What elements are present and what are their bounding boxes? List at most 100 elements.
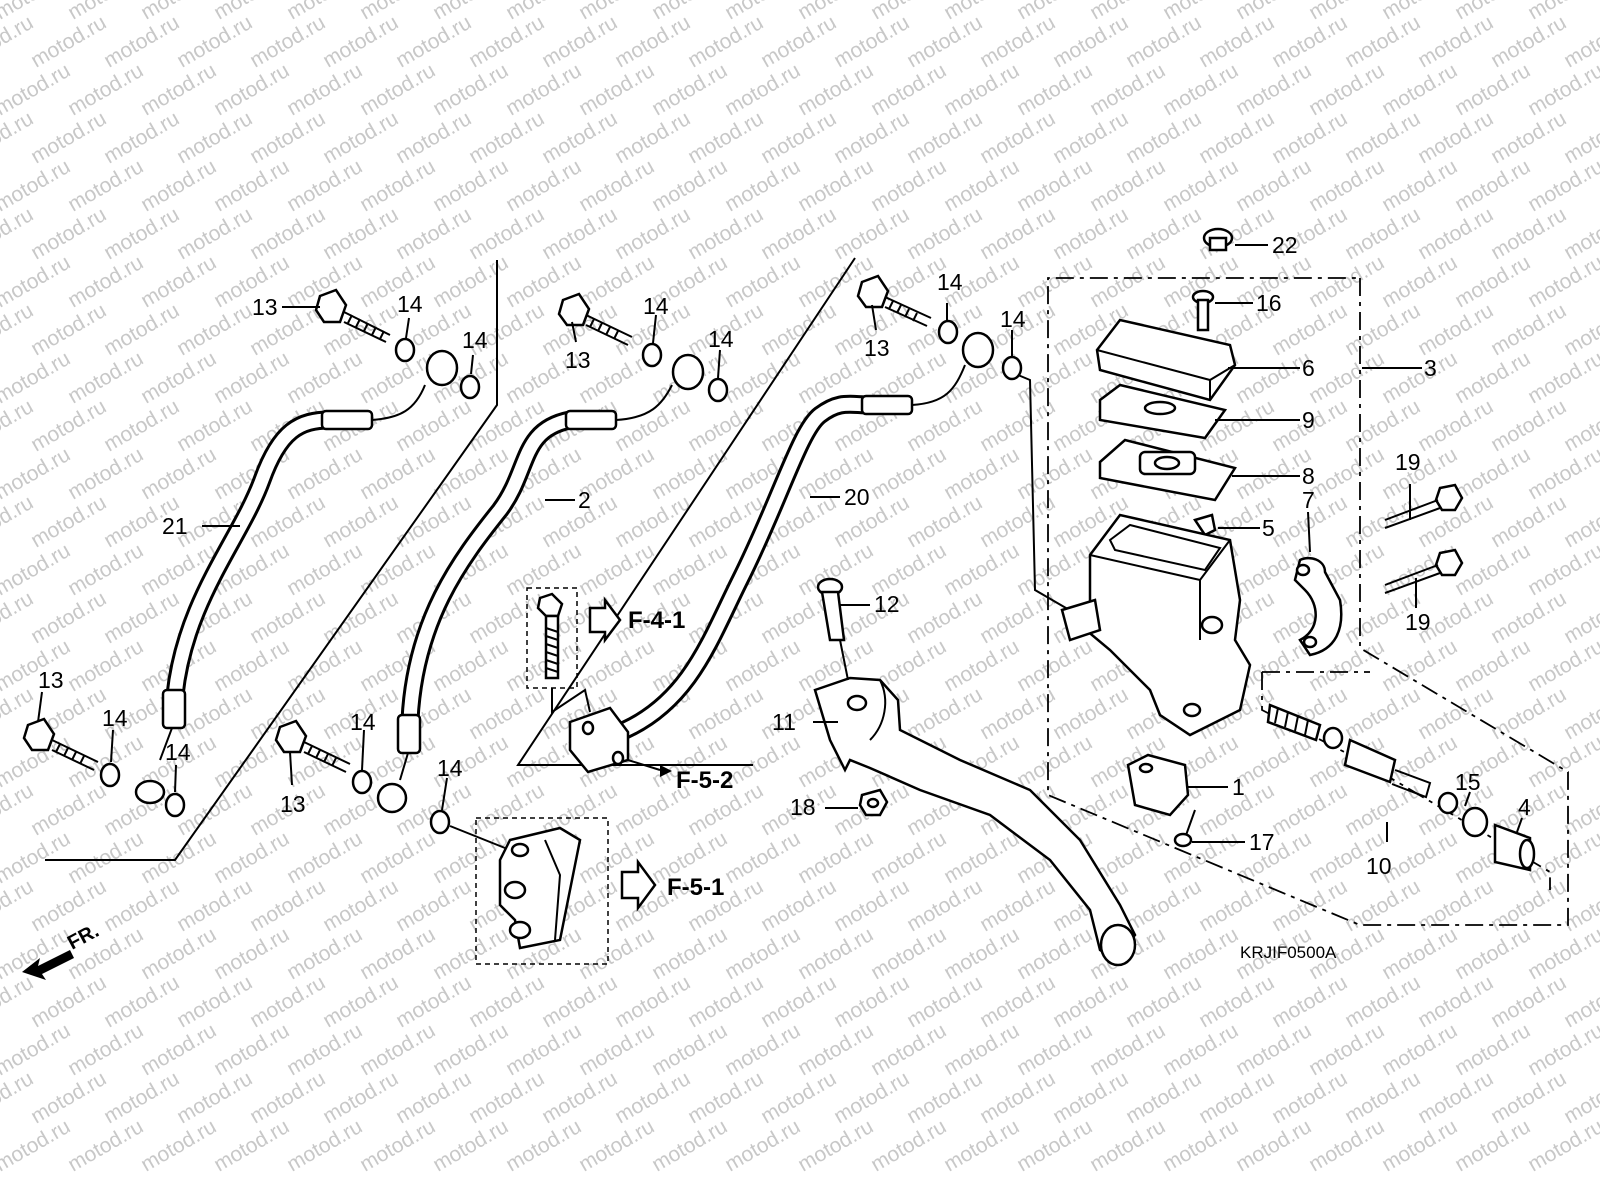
watermark-text: motod.ru (1086, 1115, 1169, 1176)
watermark-text: motod.ru (611, 11, 694, 72)
watermark-text: motod.ru (1414, 971, 1497, 1032)
brake-hose-2[interactable] (376, 353, 705, 814)
banjo-bolt-13-upper-right[interactable] (856, 274, 932, 327)
watermark-text: motod.ru (1487, 683, 1570, 744)
watermark-text: motod.ru (1451, 0, 1534, 24)
watermark-text: motod.ru (64, 251, 147, 312)
watermark-text: motod.ru (976, 491, 1059, 552)
bolts-19[interactable] (1384, 483, 1464, 594)
watermark-text: motod.ru (429, 155, 512, 216)
banjo-bolt-13-lower-middle[interactable] (274, 719, 351, 773)
watermark-text: motod.ru (1378, 923, 1461, 984)
banjo-bolt-13-upper-left[interactable] (314, 288, 391, 343)
watermark-text: motod.ru (830, 203, 913, 264)
watermark-text: motod.ru (429, 923, 512, 984)
watermark-text: motod.ru (538, 1067, 621, 1128)
washers-14-middle-lower[interactable] (351, 769, 451, 835)
watermark-text: motod.ru (429, 1115, 512, 1176)
diaphragm-8[interactable] (1098, 438, 1237, 502)
watermark-text: motod.ru (794, 59, 877, 120)
watermark-text: motod.ru (429, 1019, 512, 1080)
watermark-text: motod.ru (1013, 155, 1096, 216)
screw-17[interactable] (1173, 809, 1196, 848)
watermark-text: motod.ru (684, 107, 767, 168)
diaphragm-plate-9[interactable] (1098, 383, 1228, 440)
watermark-text: motod.ru (794, 0, 877, 24)
watermark-text: motod.ru (721, 1019, 804, 1080)
watermark-text: motod.ru (1268, 11, 1351, 72)
watermark-text: motod.ru (100, 875, 183, 936)
watermark-text: motod.ru (392, 11, 475, 72)
watermark-text: motod.ru (1487, 11, 1570, 72)
watermark-text: motod.ru (1013, 635, 1096, 696)
watermark-text: motod.ru (940, 827, 1023, 888)
watermark-text: motod.ru (100, 11, 183, 72)
watermark-text: motod.ru (1013, 923, 1096, 984)
brake-hose-20[interactable] (568, 331, 995, 774)
reservoir-cap-6[interactable] (1095, 318, 1237, 402)
watermark-text: motod.ru (1195, 11, 1278, 72)
watermark-text: motod.ru (1524, 635, 1600, 696)
watermark-text: motod.ru (757, 1067, 840, 1128)
watermark-text: motod.ru (1341, 683, 1424, 744)
watermark-text: motod.ru (794, 155, 877, 216)
holder-7[interactable] (1293, 556, 1343, 657)
watermark-text: motod.ru (173, 107, 256, 168)
pivot-bolt-12[interactable] (816, 577, 849, 681)
watermark-text: motod.ru (1305, 1115, 1388, 1176)
nut-18[interactable] (858, 788, 889, 817)
callout-14: 14 (462, 327, 488, 353)
brake-hose-21[interactable] (134, 349, 459, 805)
watermark-text: motod.ru (648, 59, 731, 120)
watermark-text: motod.ru (1378, 1019, 1461, 1080)
brake-lever-11[interactable] (813, 676, 1137, 967)
watermark-text: motod.ru (1341, 395, 1424, 456)
piston-set-10[interactable] (1266, 703, 1536, 872)
watermark-text: motod.ru (1487, 491, 1570, 552)
arrow-f52 (660, 765, 672, 777)
watermark-text: motod.ru (721, 923, 804, 984)
watermark-text: motod.ru (1487, 203, 1570, 264)
screw-22[interactable] (1202, 227, 1234, 252)
watermark-text: motod.ru (1524, 347, 1600, 408)
callout-1: 1 (1232, 774, 1245, 800)
watermark-text: motod.ru (319, 11, 402, 72)
washers-14-left-upper[interactable] (394, 337, 481, 400)
watermark-text: motod.ru (940, 59, 1023, 120)
brake-light-switch-1[interactable] (1126, 753, 1190, 817)
watermark-text: motod.ru (940, 539, 1023, 600)
master-cylinder-body[interactable] (1060, 513, 1252, 737)
washers-14-left-lower[interactable] (99, 762, 186, 818)
washers-14-right[interactable] (937, 319, 1023, 381)
watermark-text: motod.ru (246, 107, 329, 168)
watermark-text: motod.ru (100, 1067, 183, 1128)
watermark-text: motod.ru (1341, 107, 1424, 168)
watermark-text: motod.ru (903, 587, 986, 648)
watermark-text: motod.ru (173, 11, 256, 72)
watermark-text: motod.ru (173, 203, 256, 264)
banjo-bolt-13-upper-middle[interactable] (557, 292, 633, 346)
watermark-text: motod.ru (319, 875, 402, 936)
reference-f51: F-5-1 (667, 874, 724, 901)
watermark-text: motod.ru (684, 11, 767, 72)
watermark-text: motod.ru (976, 683, 1059, 744)
screw-16[interactable] (1191, 289, 1215, 332)
watermark-text: motod.ru (1013, 0, 1096, 24)
watermark-text: motod.ru (1451, 59, 1534, 120)
watermark-text: motod.ru (429, 635, 512, 696)
watermark-text: motod.ru (1232, 59, 1315, 120)
watermark-text: motod.ru (356, 0, 439, 24)
watermark-text: motod.ru (64, 539, 147, 600)
banjo-bolt-13-lower-left[interactable] (22, 717, 99, 771)
watermark-text: motod.ru (1013, 443, 1096, 504)
callout-9: 9 (1302, 407, 1315, 433)
washers-14-middle-upper[interactable] (641, 342, 729, 403)
watermark-text: motod.ru (1378, 59, 1461, 120)
watermark-text: motod.ru (429, 59, 512, 120)
watermark-text: motod.ru (830, 1067, 913, 1128)
watermark-text: motod.ru (1195, 107, 1278, 168)
float-5[interactable] (1193, 513, 1217, 537)
watermark-text: motod.ru (1305, 347, 1388, 408)
watermark-text: motod.ru (611, 203, 694, 264)
watermark-text: motod.ru (429, 0, 512, 24)
